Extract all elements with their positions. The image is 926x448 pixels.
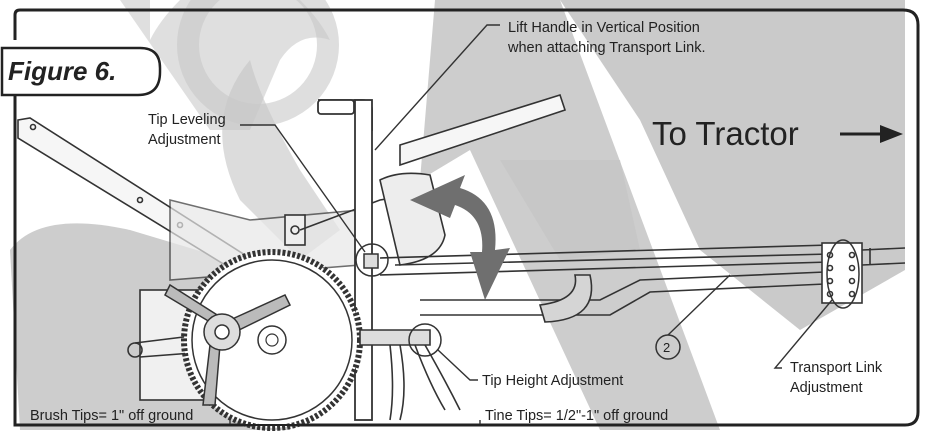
tines <box>359 329 461 421</box>
lift-handle-label-line1: Lift Handle in Vertical Position <box>508 20 700 36</box>
to-tractor-label: To Tractor <box>652 115 799 152</box>
brush-tips <box>164 283 292 406</box>
transport-link-label-line1: Transport Link <box>790 360 883 376</box>
tip-height-label: Tip Height Adjustment <box>482 373 623 389</box>
figure-frame <box>13 8 920 427</box>
figure-title: Figure 6. <box>8 56 116 86</box>
tine-tips-label: Tine Tips= 1/2"-1" off ground <box>485 408 668 424</box>
lift-handle-label-line2: when attaching Transport Link. <box>507 40 705 56</box>
tip-height-marker <box>408 323 442 357</box>
leader-lines <box>75 24 833 426</box>
tip-leveling-marker <box>355 243 389 277</box>
tip-leveling-label-line2: Adjustment <box>148 132 221 148</box>
transport-link-marker <box>826 239 860 309</box>
right-arrow-icon <box>840 125 903 143</box>
figure-title-tab <box>0 46 162 97</box>
transport-link-label-line2: Adjustment <box>790 380 863 396</box>
tip-leveling-label-line1: Tip Leveling <box>148 112 226 128</box>
callout-number: 2 <box>663 340 670 355</box>
adjustment-markers <box>355 239 860 360</box>
brush-tips-label: Brush Tips= 1" off ground <box>30 408 193 424</box>
curved-arrow-icon <box>410 175 510 300</box>
